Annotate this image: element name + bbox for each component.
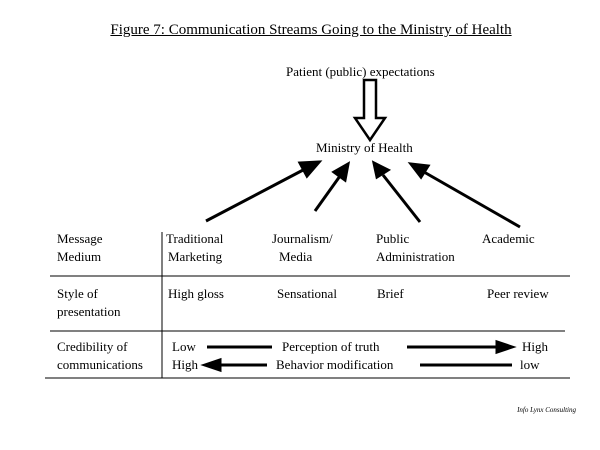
row-header-medium-line1: Message — [57, 231, 103, 246]
style-academic: Peer review — [487, 286, 549, 301]
ministry-of-health-label: Ministry of Health — [316, 140, 413, 155]
journalism-arrow — [313, 175, 342, 212]
behavior-scale-label: Behavior modification — [276, 357, 394, 372]
row-header-style-line1: Style of — [57, 286, 98, 301]
source-journalism-line1: Journalism/ — [272, 231, 333, 246]
source-academic-line1: Academic — [482, 231, 535, 246]
source-journalism-line2: Media — [279, 249, 313, 264]
row-header-credibility-line1: Credibility of — [57, 339, 128, 354]
row-header-medium-line2: Medium — [57, 249, 102, 264]
source-public-line1: Public — [376, 231, 410, 246]
source-marketing-line2: Marketing — [168, 249, 223, 264]
credit-text: Info Lynx Consulting — [517, 406, 576, 414]
academic-arrow — [423, 170, 521, 229]
truth-left-label: Low — [172, 339, 196, 354]
behavior-left-label: High — [172, 357, 198, 372]
expectations-arrow — [352, 78, 388, 143]
figure-title: Figure 7: Communication Streams Going to… — [110, 22, 512, 38]
source-marketing-line1: Traditional — [166, 231, 224, 246]
truth-right-label: High — [522, 339, 548, 354]
truth-scale-label: Perception of truth — [282, 339, 380, 354]
style-marketing: High gloss — [168, 286, 224, 301]
public-admin-arrow — [381, 174, 422, 223]
marketing-arrow — [205, 167, 306, 223]
row-header-style-line2: presentation — [57, 304, 121, 319]
style-journalism: Sensational — [277, 286, 337, 301]
row-header-credibility-line2: communications — [57, 357, 143, 372]
source-public-line2: Administration — [376, 249, 455, 264]
behavior-right-label: low — [520, 357, 540, 372]
patient-expectations-label: Patient (public) expectations — [286, 64, 435, 79]
style-public: Brief — [377, 286, 404, 301]
